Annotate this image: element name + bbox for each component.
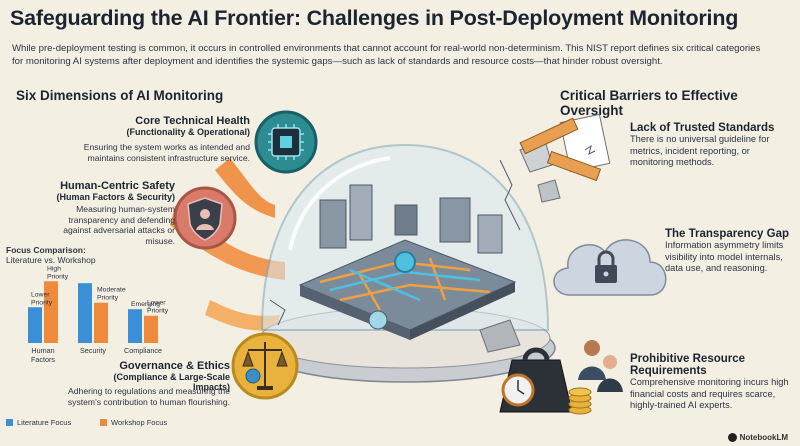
- dimension-title: Human-Centric Safety: [60, 180, 175, 192]
- glass-dome: [254, 139, 561, 383]
- chart-annotation: Emerging: [131, 301, 160, 308]
- chart-bar: [94, 302, 108, 343]
- dimension-subtitle: (Functionality & Operational): [126, 127, 250, 137]
- chart-category-label: Security: [80, 346, 106, 355]
- barrier-desc: Comprehensive monitoring incurs high fin…: [630, 377, 789, 410]
- chart-bar: [128, 309, 142, 343]
- barrier-desc: Information asymmetry limits visibility …: [665, 240, 784, 273]
- barrier-resources: Prohibitive Resource Requirements Compre…: [630, 353, 795, 412]
- legend-swatch: [100, 419, 107, 426]
- legend-workshop: Workshop Focus: [100, 418, 167, 427]
- barrier-title: The Transparency Gap: [665, 228, 789, 240]
- barrier-transparency: The Transparency Gap Information asymmet…: [665, 228, 795, 275]
- legend-literature: Literature Focus: [6, 418, 71, 427]
- dimension-human-centric: Human-Centric Safety (Human Factors & Se…: [40, 180, 175, 202]
- notebooklm-logo-icon: [727, 433, 737, 442]
- chart-bar: [28, 307, 42, 343]
- left-section-heading: Six Dimensions of AI Monitoring: [16, 88, 224, 103]
- dimension-governance: Governance & Ethics (Compliance & Large-…: [80, 360, 230, 392]
- locked-cloud-icon: [553, 239, 667, 296]
- dimension-desc: Ensuring the system works as intended an…: [83, 142, 250, 163]
- broken-rulers-icon: [519, 113, 611, 182]
- dimension-title: Core Technical Health: [135, 115, 250, 127]
- dimension-core-technical: Core Technical Health (Functionality & O…: [120, 115, 250, 137]
- legend-label: Workshop Focus: [111, 418, 168, 427]
- dimension-desc: Adhering to regulations and measuring th…: [67, 386, 230, 407]
- page-title: Safeguarding the AI Frontier: Challenges…: [10, 6, 739, 30]
- barrier-desc: There is no universal guideline for metr…: [630, 134, 770, 167]
- barrier-title: Prohibitive Resource Requirements: [630, 353, 746, 377]
- chart-title-block: Focus Comparison: Literature vs. Worksho…: [6, 245, 96, 265]
- right-section-heading: Critical Barriers to Effective Oversight: [560, 88, 738, 118]
- barrier-standards: Lack of Trusted Standards There is no un…: [630, 122, 795, 169]
- weight-coins-people-icon: [499, 340, 623, 415]
- chart-title: Focus Comparison:: [6, 245, 86, 255]
- notebooklm-brand: NotebookLM: [727, 433, 788, 442]
- page-subtitle: While pre-deployment testing is common, …: [12, 43, 761, 67]
- legend-label: Literature Focus: [17, 418, 72, 427]
- scales-globe-icon: [231, 332, 299, 400]
- chip-icon: [254, 110, 318, 174]
- barrier-title: Lack of Trusted Standards: [630, 122, 775, 134]
- chart-bar: [78, 283, 92, 343]
- shield-person-icon: [173, 186, 237, 250]
- dimension-title: Governance & Ethics: [119, 360, 230, 372]
- connector-swoosh: [215, 158, 275, 218]
- legend-swatch: [6, 419, 13, 426]
- brand-label: NotebookLM: [739, 433, 788, 442]
- chart-bar: [144, 315, 158, 343]
- dimension-subtitle: (Compliance & Large-Scale Impacts): [113, 372, 230, 392]
- chart-subtitle: Literature vs. Workshop: [6, 255, 96, 265]
- dimension-subtitle: (Human Factors & Security): [56, 192, 175, 202]
- connector-swoosh: [170, 206, 285, 280]
- dimension-desc: Measuring human-system transparency and …: [63, 204, 175, 246]
- chart-category-label: Compliance: [124, 346, 162, 355]
- chart-bar: [44, 281, 58, 343]
